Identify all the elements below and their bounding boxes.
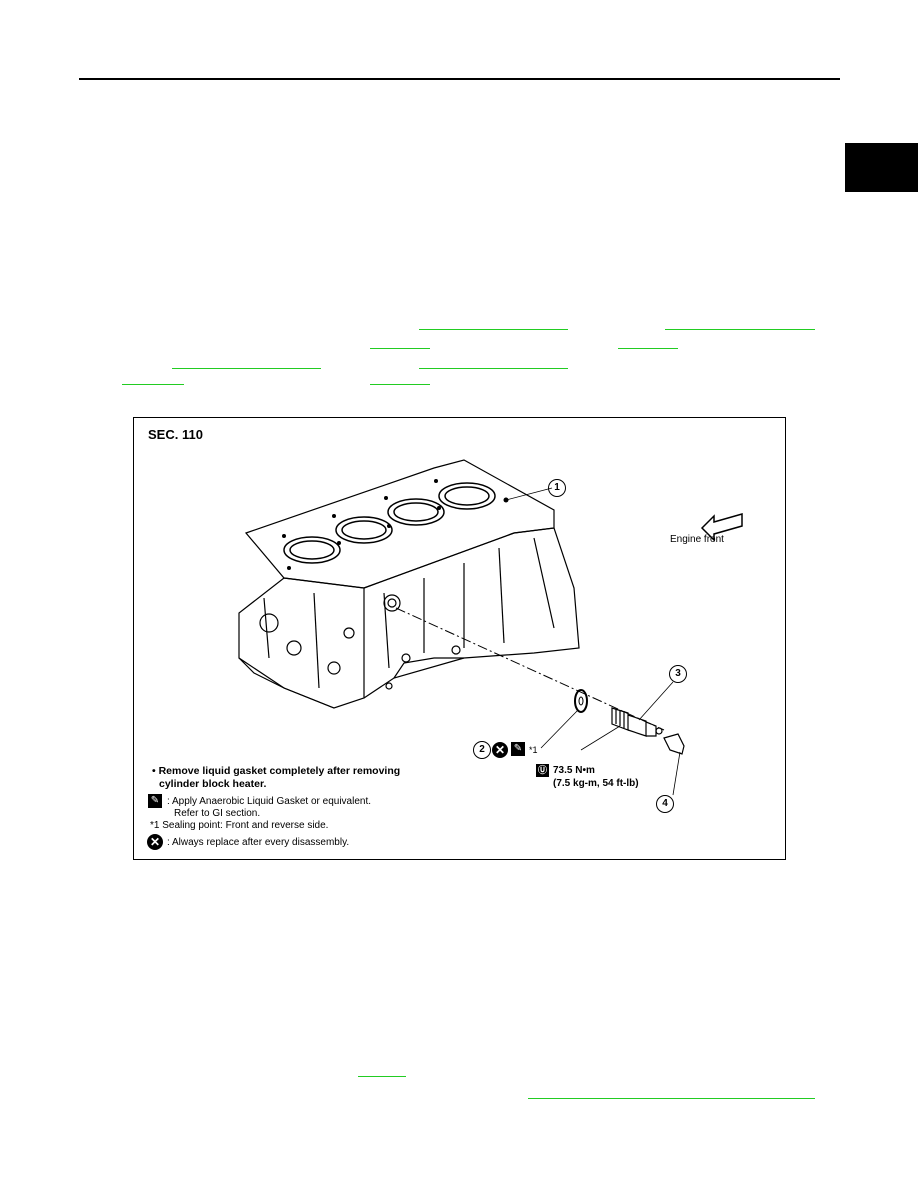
legend-sealing: *1 Sealing point: Front and reverse side… xyxy=(150,820,329,831)
callout-3: 3 xyxy=(669,665,687,683)
replace-x-icon: ✕ xyxy=(492,742,508,758)
section-tab[interactable] xyxy=(845,143,918,192)
torque-spec: 73.5 N•m (7.5 kg-m, 54 ft-lb) xyxy=(553,764,639,790)
callout-4: 4 xyxy=(656,795,674,813)
reference-link[interactable] xyxy=(419,368,568,369)
reference-link[interactable] xyxy=(370,348,430,349)
removal-note: • Remove liquid gasket completely after … xyxy=(152,765,400,791)
note-line-1: • Remove liquid gasket completely after … xyxy=(152,765,401,777)
reference-link[interactable] xyxy=(370,384,430,385)
reference-link[interactable] xyxy=(172,368,321,369)
replace-x-icon: ✕ xyxy=(147,834,163,850)
legend-replace: : Always replace after every disassembly… xyxy=(167,837,350,848)
callout-2: 2 xyxy=(473,741,491,759)
section-label: SEC. 110 xyxy=(148,427,203,442)
reference-link[interactable] xyxy=(419,329,568,330)
legend-gasket-line-1: : Apply Anaerobic Liquid Gasket or equiv… xyxy=(167,796,372,807)
note-line-2: cylinder block heater. xyxy=(159,778,267,790)
reference-link[interactable] xyxy=(528,1098,815,1099)
cylinder-block-diagram xyxy=(238,459,743,796)
liquid-gasket-pen-icon: ✎ xyxy=(511,742,525,756)
reference-link[interactable] xyxy=(358,1076,406,1077)
legend-gasket-line-2: Refer to GI section. xyxy=(174,808,261,819)
reference-link[interactable] xyxy=(618,348,678,349)
header-rule xyxy=(79,78,840,80)
cylinder-block-heater-figure: SEC. 110 xyxy=(133,417,786,860)
callout-1: 1 xyxy=(548,479,566,497)
torque-imperial: (7.5 kg-m, 54 ft-lb) xyxy=(553,778,639,789)
engine-front-label: Engine front xyxy=(670,534,724,545)
legend-gasket: : Apply Anaerobic Liquid Gasket or equiv… xyxy=(167,796,371,820)
torque-wrench-icon: Ⓤ xyxy=(536,764,549,777)
engine-front-arrow-icon xyxy=(700,513,743,542)
torque-nm: 73.5 N•m xyxy=(553,765,595,776)
reference-link[interactable] xyxy=(122,384,184,385)
liquid-gasket-pen-icon: ✎ xyxy=(148,794,162,808)
sealing-ref: *1 xyxy=(529,745,538,755)
reference-link[interactable] xyxy=(665,329,815,330)
